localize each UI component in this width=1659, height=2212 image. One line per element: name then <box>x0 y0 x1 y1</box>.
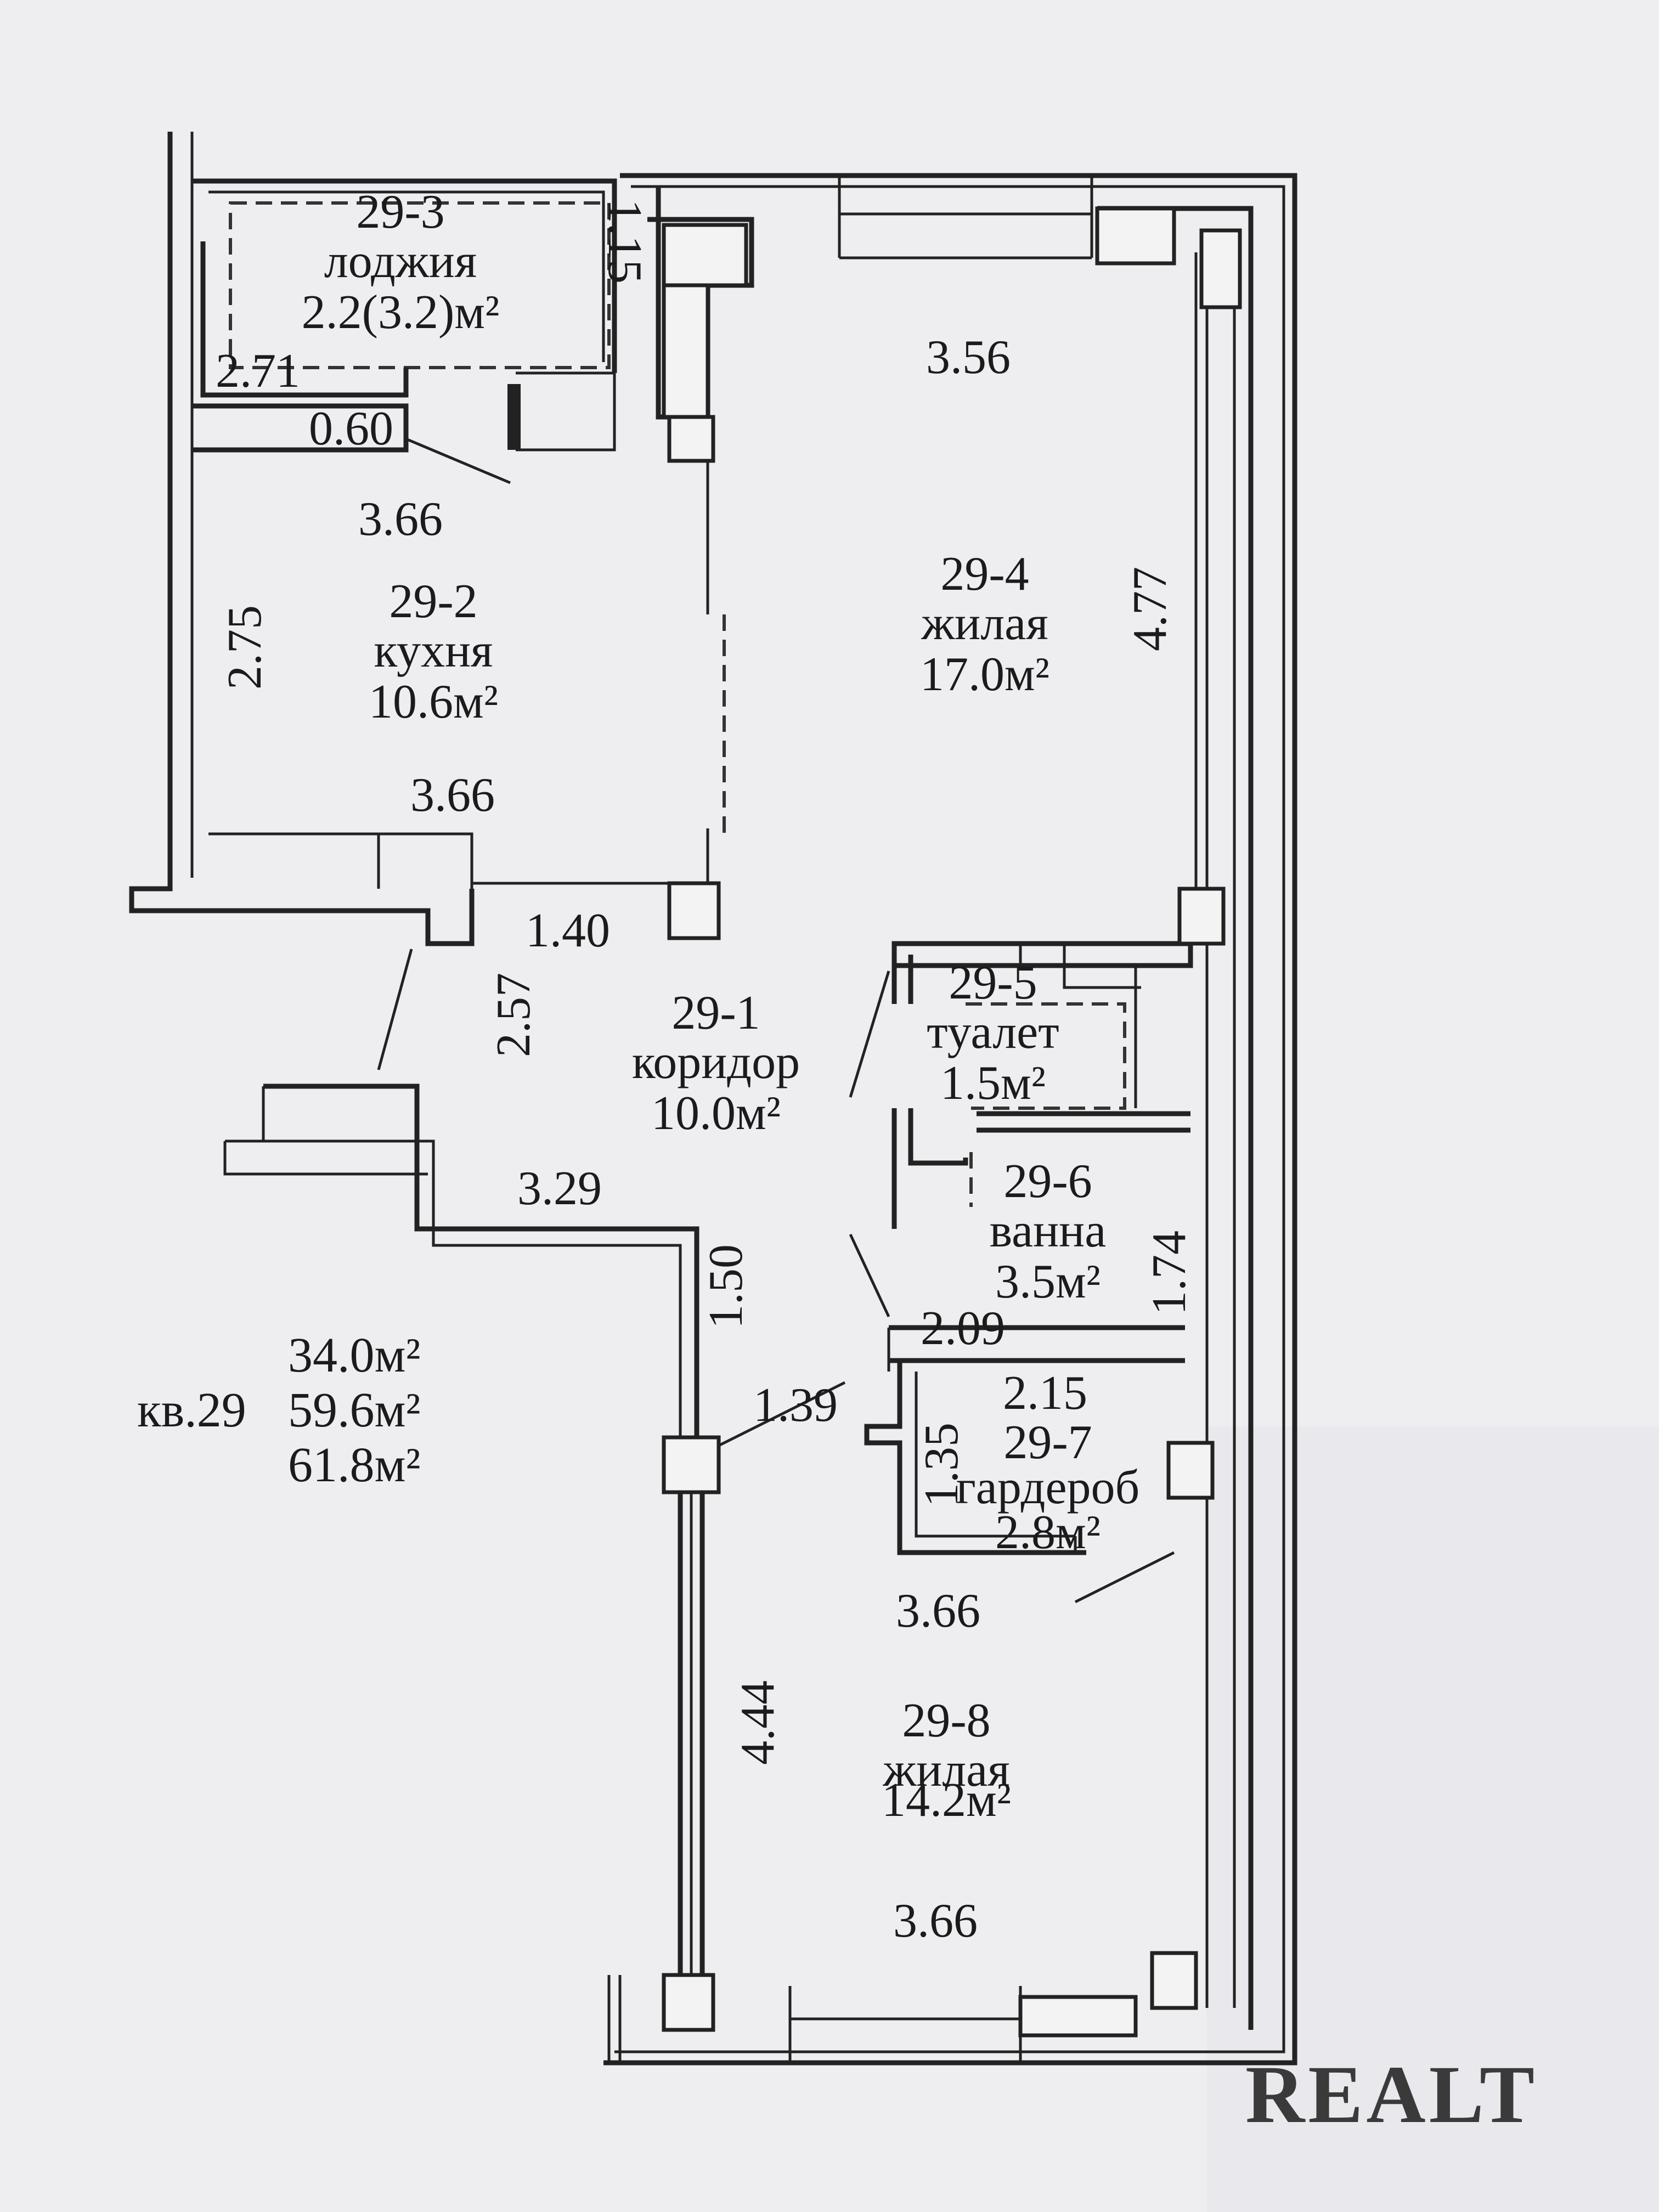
room-id-loggia: 29-3 <box>356 185 444 239</box>
dim-bath-width: 2.09 <box>921 1302 1005 1355</box>
room-area-toilet: 1.5м² <box>940 1057 1046 1110</box>
realt-watermark: REALT <box>1245 2049 1538 2140</box>
dim-wardrobe-height: 1.35 <box>915 1423 968 1507</box>
dim-loggia-width: 2.71 <box>216 345 300 398</box>
room-area-kitchen: 10.6м² <box>369 675 498 729</box>
room-name-bath: ванна <box>990 1204 1107 1257</box>
dim-bath-height: 1.74 <box>1143 1231 1196 1315</box>
dim-corridor-a: 1.40 <box>526 904 610 957</box>
room-name-kitchen: кухня <box>374 624 493 678</box>
room-id-kitchen: 29-2 <box>389 575 477 628</box>
room-area-living: 17.0м² <box>920 648 1049 701</box>
dim-corridor-d: 1.50 <box>699 1244 753 1329</box>
room-id-wardrobe: 29-7 <box>1003 1416 1092 1469</box>
room-name-loggia: лоджия <box>324 235 477 288</box>
dim-loggia-depth: 1.15 <box>598 199 651 284</box>
room-area-loggia: 2.2(3.2)м² <box>302 286 500 339</box>
room-id-living: 29-4 <box>940 548 1029 601</box>
room-name-living: жилая <box>921 597 1048 650</box>
room-area-bedroom: 14.2м² <box>882 1774 1011 1827</box>
dim-kitchen-top: 3.66 <box>358 493 443 546</box>
room-name-wardrobe: гардероб <box>956 1461 1140 1514</box>
room-id-bedroom: 29-8 <box>902 1694 990 1747</box>
dim-bedroom-top: 3.66 <box>896 1584 980 1638</box>
room-name-corridor: коридор <box>632 1036 800 1089</box>
room-area-wardrobe: 2.8м² <box>995 1506 1101 1559</box>
structural-columns <box>662 206 1242 2038</box>
area-summary: 34.0м² кв.29 59.6м² 61.8м² <box>137 1328 420 1492</box>
dim-loggia-step: 0.60 <box>309 402 393 455</box>
walls <box>129 132 1297 2066</box>
dimension-labels: 1.15 2.71 0.60 3.66 2.75 3.66 3.56 4.77 … <box>216 199 1196 1948</box>
dim-wardrobe-width: 2.15 <box>1003 1367 1087 1420</box>
room-id-toilet: 29-5 <box>949 956 1037 1009</box>
room-id-corridor: 29-1 <box>672 986 760 1040</box>
summary-apartment-number: кв.29 <box>137 1383 246 1437</box>
room-labels: 29-3 лоджия 2.2(3.2)м² 29-2 кухня 10.6м²… <box>302 185 1140 1827</box>
dim-corridor-e: 1.39 <box>753 1379 838 1432</box>
dim-bedroom-bottom: 3.66 <box>893 1894 978 1948</box>
dim-kitchen-bottom: 3.66 <box>410 769 495 822</box>
dim-living-height: 4.77 <box>1124 567 1177 651</box>
summary-total-with-loggia: 61.8м² <box>288 1438 420 1492</box>
summary-living-area: 34.0м² <box>288 1328 420 1383</box>
dim-corridor-c: 3.29 <box>517 1162 602 1215</box>
summary-total-area: 59.6м² <box>288 1383 420 1437</box>
room-name-toilet: туалет <box>927 1006 1059 1059</box>
dim-living-top: 3.56 <box>926 331 1011 384</box>
room-area-corridor: 10.0м² <box>651 1087 781 1140</box>
dim-corridor-b: 2.57 <box>487 973 540 1057</box>
room-id-bath: 29-6 <box>1003 1155 1092 1208</box>
room-name-bedroom: жилая <box>882 1743 1009 1797</box>
dim-kitchen-height: 2.75 <box>218 605 272 690</box>
room-area-bath: 3.5м² <box>995 1255 1101 1308</box>
dim-bedroom-height: 4.44 <box>731 1680 785 1765</box>
